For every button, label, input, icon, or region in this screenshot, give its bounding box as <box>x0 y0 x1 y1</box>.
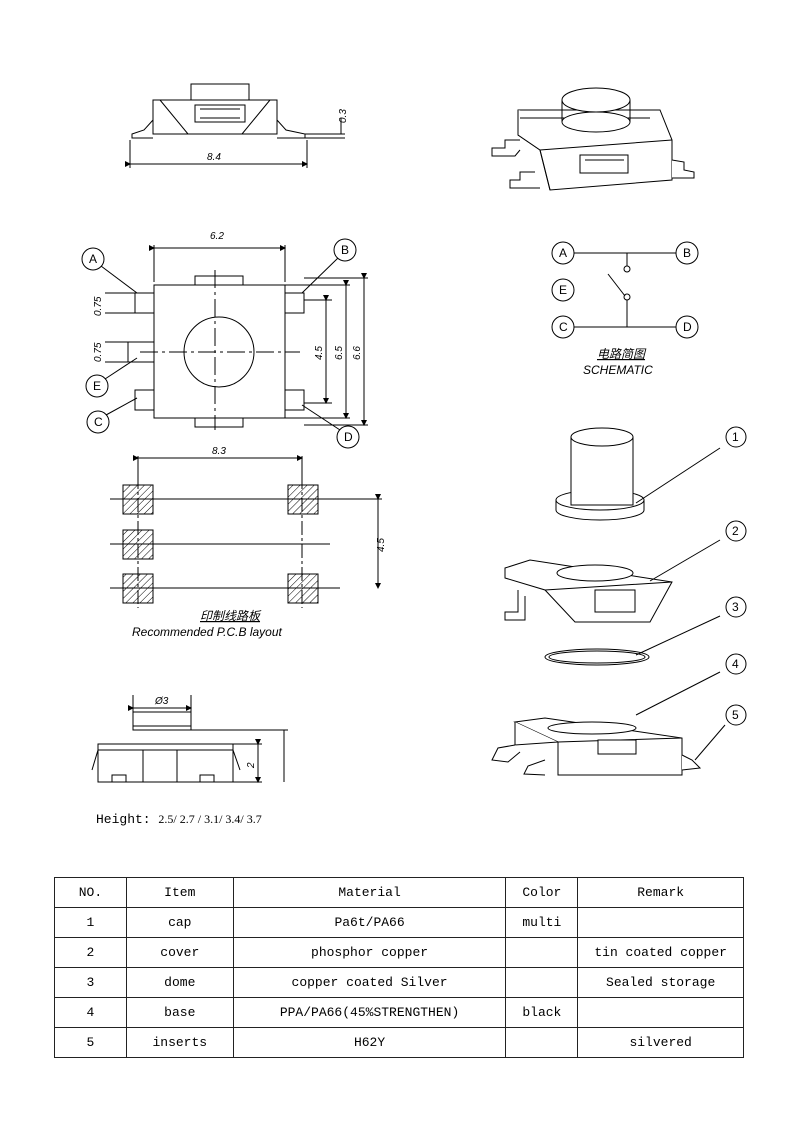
cell-material: Pa6t/PA66 <box>232 907 507 938</box>
pcb-title-cn: 印制线路板 <box>200 609 262 623</box>
schematic-label-a: A <box>559 246 567 260</box>
schematic-label-b: B <box>683 246 691 260</box>
assembled-3d-view <box>491 87 695 191</box>
cell-item: dome <box>125 967 234 998</box>
schematic-label-d: D <box>683 320 692 334</box>
height-label: Height: <box>96 812 151 827</box>
cell-color <box>505 967 579 998</box>
table-row: 4 base PPA/PA66(45%STRENGTHEN) black <box>54 997 744 1028</box>
schematic-label-c: C <box>559 320 568 334</box>
pin-label-a: A <box>89 252 97 266</box>
header-item: Item <box>125 877 234 908</box>
cell-item: cover <box>125 937 234 968</box>
top-view <box>81 238 368 449</box>
dim-height-66: 6.6 <box>352 346 363 360</box>
exploded-view <box>491 426 747 776</box>
cell-item: cap <box>125 907 234 938</box>
table-row: 1 cap Pa6t/PA66 multi <box>54 907 744 938</box>
dim-height-45: 4.5 <box>314 346 325 360</box>
dim-pcb-width: 8.3 <box>212 446 226 457</box>
cell-material: copper coated Silver <box>232 967 507 998</box>
cell-color: black <box>505 997 579 1028</box>
height-values: 2.5/ 2.7 / 3.1/ 3.4/ 3.7 <box>158 812 262 826</box>
part-number-1: 1 <box>732 430 739 444</box>
technical-drawing: 8.4 0.3 <box>81 83 747 783</box>
cell-no: 3 <box>54 967 127 998</box>
cell-remark: tin coated copper <box>577 937 744 968</box>
schematic-title-cn: 电路简图 <box>597 347 647 361</box>
part-number-4: 4 <box>732 657 739 671</box>
dim-cap-diameter: Ø3 <box>154 696 169 707</box>
table-row: 3 dome copper coated Silver Sealed stora… <box>54 967 744 998</box>
cell-color <box>505 1027 579 1058</box>
pin-label-e: E <box>93 379 101 393</box>
part-number-3: 3 <box>732 600 739 614</box>
cell-remark <box>577 907 744 938</box>
table-row: 5 inserts H62Y silvered <box>54 1027 744 1058</box>
pin-label-d: D <box>344 430 353 444</box>
cell-item: inserts <box>125 1027 234 1058</box>
pin-label-b: B <box>341 243 349 257</box>
dim-side-length: 8.4 <box>207 152 221 163</box>
cell-material: H62Y <box>232 1027 507 1058</box>
dim-pcb-height: 4.5 <box>376 538 387 552</box>
side-view <box>125 83 345 168</box>
table-header-row: NO. Item Material Color Remark <box>54 877 744 908</box>
front-view <box>91 695 288 783</box>
pcb-title-en: Recommended P.C.B layout <box>132 625 283 639</box>
dim-pin-pitch-e: 0.75 <box>93 342 104 362</box>
header-material: Material <box>232 877 507 908</box>
bom-table: NO. Item Material Color Remark 1 cap Pa6… <box>54 877 744 1058</box>
table-row: 2 cover phosphor copper tin coated coppe… <box>54 937 744 968</box>
cell-material: phosphor copper <box>232 937 507 968</box>
cell-item: base <box>125 997 234 1028</box>
header-color: Color <box>505 877 579 908</box>
cell-no: 1 <box>54 907 127 938</box>
dim-pin-pitch-ab: 0.75 <box>93 296 104 316</box>
cell-color <box>505 937 579 968</box>
header-remark: Remark <box>577 877 744 908</box>
dim-height-65: 6.5 <box>334 346 345 360</box>
schematic-label-e: E <box>559 283 567 297</box>
part-number-2: 2 <box>732 524 739 538</box>
cell-no: 5 <box>54 1027 127 1058</box>
schematic-title-en: SCHEMATIC <box>583 363 653 377</box>
cell-no: 2 <box>54 937 127 968</box>
cell-remark: Sealed storage <box>577 967 744 998</box>
dim-top-width: 6.2 <box>210 231 224 242</box>
cell-no: 4 <box>54 997 127 1028</box>
cell-material: PPA/PA66(45%STRENGTHEN) <box>232 997 507 1028</box>
height-note: Height: 2.5/ 2.7 / 3.1/ 3.4/ 3.7 <box>96 812 262 827</box>
cell-color: multi <box>505 907 579 938</box>
header-no: NO. <box>54 877 127 908</box>
pcb-layout <box>110 455 382 608</box>
part-number-5: 5 <box>732 708 739 722</box>
pin-label-c: C <box>94 415 103 429</box>
schematic <box>551 241 699 339</box>
cell-remark: silvered <box>577 1027 744 1058</box>
dim-side-thickness: 0.3 <box>338 109 349 123</box>
cell-remark <box>577 997 744 1028</box>
dim-cap-height: 2 <box>246 762 257 769</box>
